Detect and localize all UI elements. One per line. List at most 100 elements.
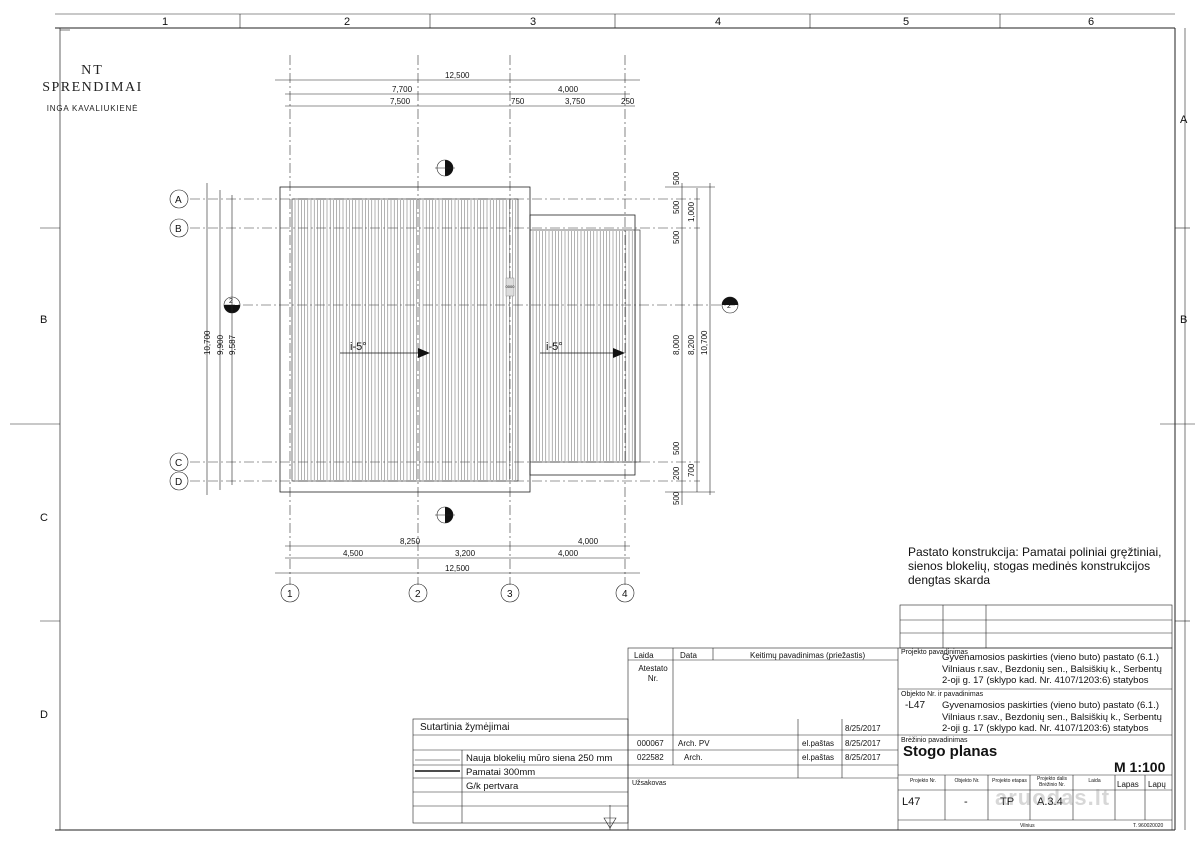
logo-line: NT: [81, 63, 104, 78]
section-mark-label: 2: [229, 298, 233, 305]
grid-number: 3: [507, 589, 513, 600]
grid-bubbles: A B C D 1 2 3 4: [169, 189, 635, 603]
grid-number: 4: [622, 589, 628, 600]
revision-cell: el.paštas: [802, 739, 835, 748]
dim-label: 250: [621, 97, 635, 106]
dim-label: 3,750: [565, 97, 586, 106]
grid-letter: C: [175, 458, 182, 469]
row-labels: B C D A B: [40, 114, 1188, 721]
dim-label: 500: [672, 441, 681, 455]
legend-item: Nauja blokelių mūro siena 250 mm: [466, 753, 613, 764]
title-block-lines: [412, 604, 1173, 831]
revision-cell: 8/25/2017: [845, 753, 881, 762]
revision-cell: Arch. PV: [678, 739, 710, 748]
dim-label: 4,500: [343, 549, 364, 558]
dim-label: 500: [672, 491, 681, 505]
project-name: Gyvenamosios paskirties (vieno buto) pas…: [942, 652, 1162, 688]
column-labels: 1 2 3 4 5 6: [162, 16, 1094, 28]
grid-number: 1: [287, 589, 293, 600]
dim-label: 8,200: [687, 334, 696, 355]
row-label: B: [1180, 314, 1187, 326]
atestato-label: Atestato Nr.: [638, 664, 668, 683]
dim-label: 4,000: [558, 549, 579, 558]
grid-axes: [190, 55, 735, 585]
title-col-header: Projekto etapas: [992, 778, 1027, 784]
roof-plan: 0000: [279, 186, 641, 493]
dim-label: 750: [511, 97, 525, 106]
col-label: 2: [344, 16, 350, 28]
bottom-dimensions: 8,250 4,000 4,500 3,200 4,000 12,500: [275, 537, 640, 574]
col-label: 1: [162, 16, 168, 28]
col-label: 5: [903, 16, 909, 28]
dim-label: 1,000: [687, 201, 696, 222]
dim-label: 3,200: [455, 549, 476, 558]
title-col-header: Objekto Nr.: [954, 778, 980, 784]
small-label: 0000: [506, 284, 516, 289]
dim-label: 10,700: [203, 330, 212, 355]
revision-header: Laida: [634, 651, 654, 660]
dim-label: 7,500: [390, 97, 411, 106]
company-logo: NT SPRENDIMAI INGA KAVALIUKIENĖ: [40, 62, 145, 113]
section-mark-label: 2: [727, 303, 731, 310]
object-number-value: -: [964, 796, 968, 808]
grid-letter: D: [175, 477, 182, 488]
revision-header: Data: [680, 651, 697, 660]
client-label: Užsakovas: [632, 780, 667, 787]
dim-label: 200: [672, 466, 681, 480]
dim-label: 10,700: [700, 330, 709, 355]
dim-label: 700: [687, 463, 696, 477]
row-label: B: [40, 314, 47, 326]
legend-title: Sutartinia žymėjimai: [420, 722, 510, 733]
project-stage: TP: [1000, 796, 1015, 808]
revision-date: 8/25/2017: [845, 724, 881, 733]
logo-author: INGA KAVALIUKIENĖ: [46, 104, 139, 113]
slope-arrows: i-5° i-5°: [340, 341, 625, 358]
revision-cell: el.paštas: [802, 753, 835, 762]
project-number: L47: [902, 796, 921, 808]
dim-label: 12,500: [445, 71, 470, 80]
slope-label: i-5°: [350, 341, 367, 353]
title-col-header: Projekto dalis Brėžinio Nr.: [1036, 776, 1067, 788]
row-label: D: [40, 709, 48, 721]
title-col-header: Projekto Nr.: [909, 778, 937, 784]
construction-note: Pastato konstrukcija: Pamatai poliniai g…: [908, 545, 1162, 587]
drawing-scale: M 1:100: [1114, 759, 1166, 775]
dim-label: 500: [672, 230, 681, 244]
object-number: -L47: [905, 700, 926, 711]
object-name: Gyvenamosios paskirties (vieno buto) pas…: [942, 700, 1162, 735]
object-label: Objekto Nr. ir pavadinimas: [901, 691, 984, 698]
revision-header: Keitimų pavadinimas (priežastis): [750, 651, 866, 660]
left-dimensions: 10,700 9,900 9,587: [203, 183, 237, 495]
sheet-frame: [10, 13, 1195, 831]
revision-cell: 022582: [637, 753, 664, 762]
dim-label: 9,587: [228, 334, 237, 355]
title-col-header: Lapų: [1148, 780, 1166, 789]
dim-label: 12,500: [445, 564, 470, 573]
col-label: 6: [1088, 16, 1094, 28]
slope-label: i-5°: [546, 341, 563, 353]
dim-label: 4,000: [558, 85, 579, 94]
dim-label: 8,250: [400, 537, 421, 546]
section-marks: 2 2: [223, 159, 739, 524]
grid-letter: B: [175, 224, 182, 235]
drawing-title: Stogo planas: [903, 743, 998, 760]
right-dimensions: 500 500 500 500 200 500 1,000 8,000 700 …: [665, 171, 715, 505]
col-label: 4: [715, 16, 721, 28]
city: Vilnius: [1020, 823, 1035, 829]
dim-label: 500: [672, 200, 681, 214]
stamp-number: T. 960020020: [1133, 823, 1164, 829]
dim-label: 7,700: [392, 85, 413, 94]
dim-label: 500: [672, 171, 681, 185]
revision-cell: 000067: [637, 739, 664, 748]
legend-item: Pamatai 300mm: [466, 767, 536, 778]
dim-label: 4,000: [578, 537, 599, 546]
dim-label: 9,900: [216, 334, 225, 355]
row-label: A: [1180, 114, 1188, 126]
grid-letter: A: [175, 195, 182, 206]
legend-item: G/k pertvara: [466, 781, 519, 792]
grid-number: 2: [415, 589, 421, 600]
project-name-label: Projekto pavadinimas: [901, 649, 968, 656]
drawing-number: A.3.4: [1037, 796, 1063, 808]
revision-cell: Arch.: [684, 753, 703, 762]
